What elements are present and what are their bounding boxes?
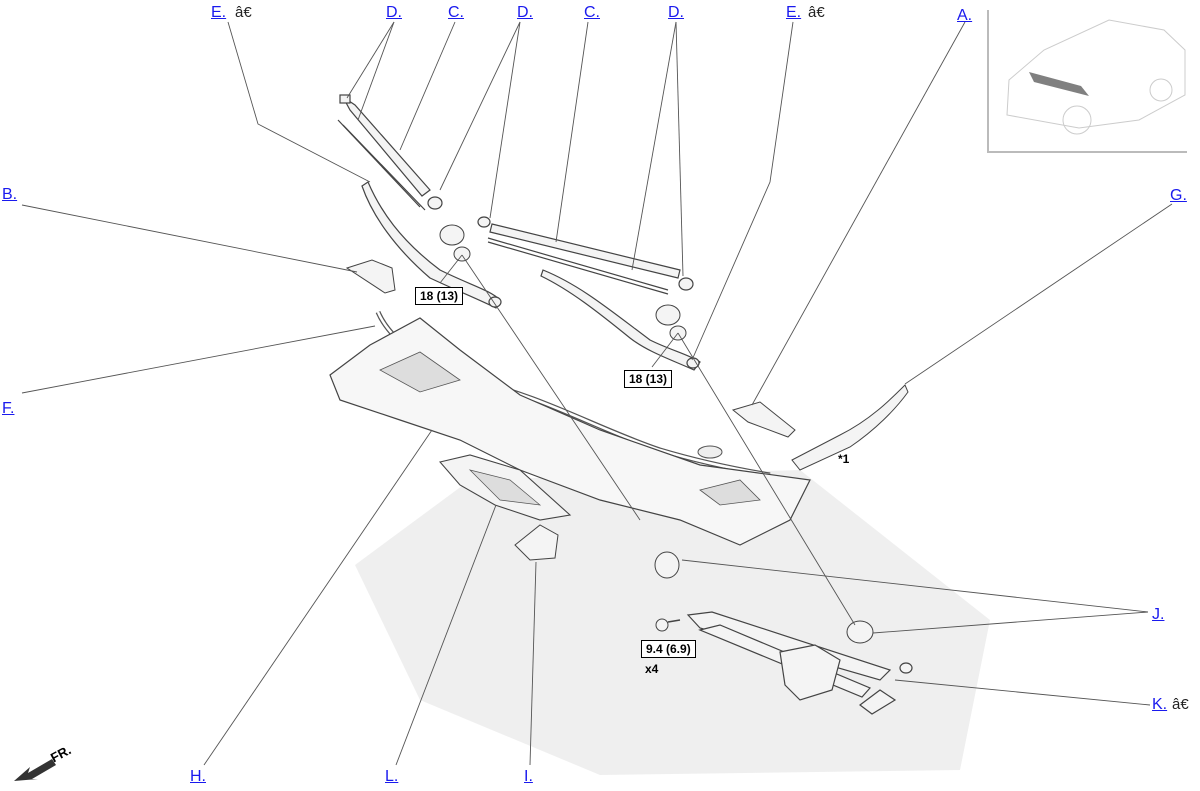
cowl-bracket	[514, 524, 559, 561]
callout-g[interactable]: G.	[1170, 187, 1187, 204]
left-wiper-arm	[361, 181, 502, 309]
right-arm-cap	[655, 304, 681, 326]
left-arm-cap	[439, 224, 465, 246]
engine-bay-shadow	[355, 470, 990, 775]
callout-h[interactable]: H.	[190, 768, 206, 785]
footnote-marker: *1	[838, 452, 850, 466]
callout-d-left[interactable]: D.	[386, 4, 402, 21]
callout-e-left[interactable]: E.	[211, 4, 227, 21]
callout-l[interactable]: L.	[385, 768, 399, 785]
grommet-upper	[654, 551, 680, 579]
torque-spec-left-arm: 18 (13)	[415, 287, 464, 305]
leader-lines	[21, 21, 1173, 766]
bolt-quantity: x4	[645, 662, 659, 676]
callout-k[interactable]: K.	[1152, 696, 1168, 713]
wiper-linkage	[686, 611, 913, 715]
callout-b[interactable]: B.	[2, 186, 18, 203]
vehicle-locator-thumbnail	[987, 10, 1187, 153]
callout-e-right[interactable]: E.	[786, 4, 802, 21]
callout-j[interactable]: J.	[1152, 606, 1165, 623]
grid-icon: â€	[808, 4, 825, 21]
grommet-lower	[846, 620, 874, 644]
cowl-cover-a	[731, 401, 796, 438]
cowl-side-cover	[345, 259, 396, 294]
front-arrow-icon	[14, 759, 56, 781]
torque-spec-linkage-bolt: 9.4 (6.9)	[641, 640, 696, 658]
callout-d-right[interactable]: D.	[668, 4, 684, 21]
left-arm-nut	[453, 246, 471, 262]
callout-a[interactable]: A.	[957, 7, 973, 24]
callout-i[interactable]: I.	[524, 768, 533, 785]
right-wiper-blade	[477, 216, 694, 295]
vehicle-outline-icon	[1006, 19, 1186, 135]
right-wiper-arm	[540, 269, 701, 371]
callout-c-right[interactable]: C.	[584, 4, 600, 21]
callout-c-left[interactable]: C.	[448, 4, 464, 21]
grid-icon: â€	[235, 4, 252, 21]
left-wiper-blade	[337, 94, 443, 211]
bolt	[655, 618, 669, 632]
torque-spec-right-arm: 18 (13)	[624, 370, 673, 388]
callout-f[interactable]: F.	[2, 400, 15, 417]
callout-d-middle[interactable]: D.	[517, 4, 533, 21]
cowl-extension	[791, 384, 909, 471]
grid-icon: â€	[1172, 696, 1189, 713]
